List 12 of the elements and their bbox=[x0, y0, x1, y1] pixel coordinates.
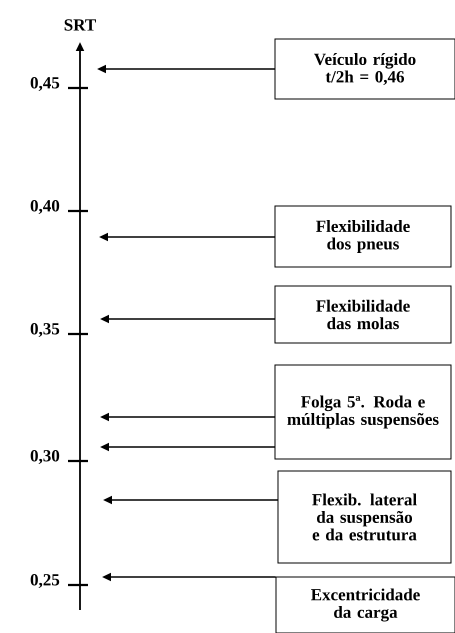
text-box: Folga 5ª. Roda e múltiplas suspensões bbox=[274, 364, 452, 460]
tick-label: 0,40 bbox=[30, 200, 60, 214]
text-box: Flexibilidade das molas bbox=[274, 286, 452, 344]
tick-label: 0,25 bbox=[30, 574, 60, 588]
text-box: Veículo rígido t/2h = 0,46 bbox=[274, 38, 455, 100]
tick-label: 0,30 bbox=[30, 450, 60, 464]
text-box: Flexibilidade dos pneus bbox=[274, 206, 452, 268]
tick-label: 0,45 bbox=[30, 77, 60, 91]
axis-title: SRT bbox=[64, 19, 96, 31]
tick-label: 0,35 bbox=[30, 323, 60, 337]
text-box: Flexib. lateral da suspensão e da estrutura bbox=[278, 470, 452, 564]
text-box: Excentricidade da carga bbox=[276, 576, 455, 633]
